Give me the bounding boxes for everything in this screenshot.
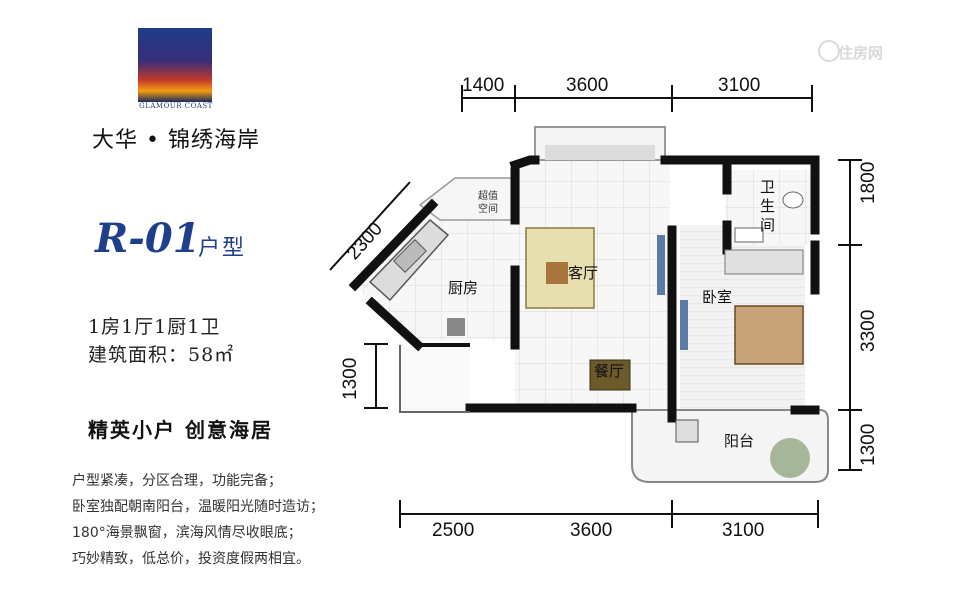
tv-cabinet: [657, 235, 665, 295]
logo-caption: GLAMOUR COAST: [139, 102, 213, 110]
walls: [348, 155, 820, 423]
dim-right-2: 3300: [858, 309, 879, 352]
dim-top-2: 3600: [566, 75, 609, 96]
room-storage: 超值空间: [478, 191, 498, 215]
washbasin: [734, 227, 764, 243]
entry-floor: [400, 340, 470, 412]
dim-top-3: 3100: [718, 75, 761, 96]
description-line: 卧室独配朝南阳台，温暖阳光随时造访；: [72, 499, 324, 515]
coffee-table: [546, 262, 568, 284]
room-dining: 餐厅: [594, 362, 625, 380]
dim-right-1: 1800: [858, 161, 879, 204]
area-spec: 建筑面积：58㎡: [88, 344, 235, 366]
room-kitchen: 厨房: [448, 279, 479, 297]
dimension-lines: [329, 85, 862, 528]
dim-bottom-1: 2500: [432, 520, 475, 541]
dim-bottom-3: 3100: [722, 520, 765, 541]
description-line: 户型紧凑，分区合理，功能完备；: [72, 473, 282, 489]
wardrobe: [724, 249, 804, 275]
room-balcony: 阳台: [724, 432, 755, 450]
brand-logo: [138, 28, 212, 102]
washing-machine: [675, 419, 699, 443]
kitchen-sink: [393, 239, 427, 273]
plan-code-suffix: 户型: [198, 236, 247, 261]
room-living: 客厅: [568, 264, 599, 282]
room-bathroom: 卫生间: [760, 178, 776, 234]
watermark-logo-icon: [818, 40, 840, 62]
watermark-text: 住房网: [838, 44, 884, 62]
slogan: 精英小户 创意海居: [88, 418, 273, 442]
bedroom-tv: [680, 300, 688, 350]
dim-left: 1300: [340, 357, 361, 400]
bed: [734, 305, 804, 365]
dim-right-3: 1300: [858, 423, 879, 466]
dim-bottom-2: 3600: [570, 520, 613, 541]
plan-code: R-01: [95, 215, 201, 262]
layout-spec: 1房1厅1厨1卫: [88, 316, 221, 338]
dim-top-1: 1400: [462, 75, 505, 96]
bay-window-sill: [545, 145, 655, 160]
dining-table: [589, 359, 631, 391]
fridge: [447, 318, 465, 336]
balcony-plant: [770, 438, 810, 478]
kitchen-floor: [355, 200, 515, 340]
toilet: [782, 191, 804, 209]
description-line: 巧妙精致，低总价，投资度假两相宜。: [72, 551, 310, 567]
room-bedroom: 卧室: [702, 288, 733, 306]
description-line: 180°海景飘窗，滨海风情尽收眼底；: [72, 525, 302, 541]
project-title: 大华 • 锦绣海岸: [92, 128, 260, 153]
